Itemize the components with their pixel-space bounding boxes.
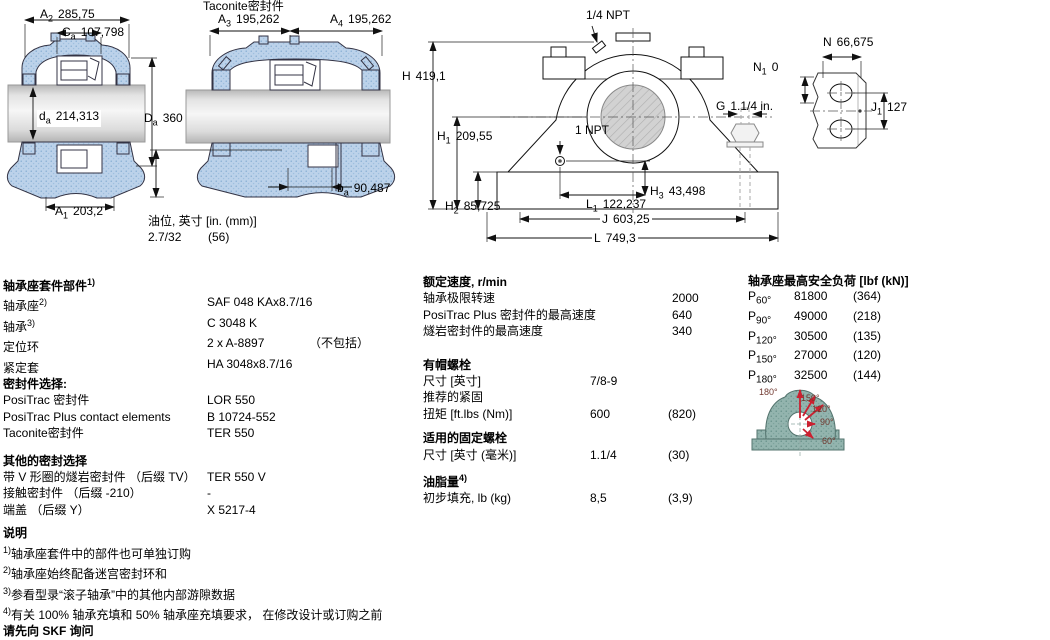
section-taconite-dimension-lines <box>150 27 383 198</box>
section-grease-quantity: 油脂量4) 初步填充, lb (kg)8,5(3,9) <box>423 470 745 507</box>
base-plan-view <box>800 53 888 149</box>
note-line: 3)参看型录“滚子轴承”中的其他内部游隙数据 <box>3 585 236 602</box>
load-row: P180°32500(144) <box>748 368 882 386</box>
section-left-dimension-lines <box>24 16 157 211</box>
spec-row: 轴承座2)SAF 048 KAx8.7/16 <box>3 295 313 314</box>
spec-row: 尺寸 [英寸]7/8-9 <box>423 374 618 389</box>
load-row: P60°81800(364) <box>748 289 882 307</box>
spec-row: 初步填充, lb (kg)8,5(3,9) <box>423 491 693 506</box>
technical-drawings-canvas <box>6 16 888 242</box>
spec-row: 接触密封件 （后缀 -210）- <box>3 486 211 501</box>
load-row: P90°49000(218) <box>748 308 882 327</box>
section-header-rated-speed: 额定速度, r/min <box>423 275 508 289</box>
note-line: 2)轴承座始终配备迷宫密封环和 <box>3 565 168 582</box>
section-other-seals: 其他的密封选择 带 V 形圈的燧岩密封件 （后缀 TV）TER 550 V 接触… <box>3 453 421 519</box>
section-header-cap-bolts: 有帽螺栓 <box>423 357 472 372</box>
section-header-attachment-bolts: 适用的固定螺栓 <box>423 431 508 446</box>
spec-column-safe-load: 轴承座最高安全负荷 [lbf (kN)] P60°81800(364) P90°… <box>748 274 1048 388</box>
taconite-title: Taconite密封件 <box>203 0 284 13</box>
section-header-other-seals: 其他的密封选择 <box>3 453 88 468</box>
load-row: P150°27000(120) <box>748 348 882 366</box>
oil-level-label: 油位, 英寸 [in. (mm)] <box>148 214 257 228</box>
skf-bearing-datasheet-page: { "colors": { "housing_fill": "#bcd2ea",… <box>3 0 1048 639</box>
dim-one-npt: 1 NPT <box>575 123 610 137</box>
angle-label-60: 60° <box>822 436 836 446</box>
spec-column-housing-kit: 轴承座套件部件1) 轴承座2)SAF 048 KAx8.7/16 轴承3)C 3… <box>3 274 421 640</box>
section-header-seal-selection: 密封件选择: <box>3 377 67 392</box>
angle-label-90: 90° <box>820 417 834 427</box>
section-header-safe-load: 轴承座最高安全负荷 [lbf (kN)] <box>748 274 909 288</box>
section-header-grease: 油脂量4) <box>423 473 468 490</box>
section-header-kit-parts: 轴承座套件部件1) <box>3 277 96 293</box>
spec-row: 轴承3)C 3048 K <box>3 315 258 334</box>
note-line: 1)轴承座套件中的部件也可单独订购 <box>3 544 192 561</box>
notes-footer: 请先向 SKF 询问 <box>3 624 94 639</box>
spec-row: 扭矩 [ft.lbs (Nm)]600(820) <box>423 406 697 421</box>
section-cap-bolts: 有帽螺栓 尺寸 [英寸]7/8-9 推荐的紧固 扭矩 [ft.lbs (Nm)]… <box>423 357 745 423</box>
front-view-drawing <box>496 25 779 218</box>
dim-quarter-npt: 1/4 NPT <box>586 8 631 22</box>
load-direction-diagram <box>751 389 845 456</box>
oil-level-values: 2.7/32(56) <box>148 230 230 244</box>
section-view-taconite-seals <box>185 35 396 198</box>
spec-row: 带 V 形圈的燧岩密封件 （后缀 TV）TER 550 V <box>3 470 266 485</box>
angle-label-180: 180° <box>759 387 778 397</box>
load-row: P120°30500(135) <box>748 328 882 347</box>
note-line: 4)有关 100% 轴承充填和 50% 轴承座充填要求， 在修改设计或订购之前 <box>3 605 383 622</box>
section-view-standard-seals <box>6 32 146 199</box>
spec-row: 推荐的紧固 <box>423 390 484 405</box>
angle-label-150: 150° <box>801 393 820 403</box>
angle-label-120: 120° <box>812 404 831 414</box>
section-notes: 说明 1)轴承座套件中的部件也可单独订购 2)轴承座始终配备迷宫密封环和 3)参… <box>3 525 421 639</box>
spec-row: 尺寸 [英寸 (毫米)]1.1/4(30) <box>423 447 690 462</box>
section-attachment-bolts: 适用的固定螺栓 尺寸 [英寸 (毫米)]1.1/4(30) <box>423 430 745 463</box>
spec-row: 端盖 （后缀 Y）X 5217-4 <box>3 502 256 517</box>
notes-header: 说明 <box>3 526 28 541</box>
